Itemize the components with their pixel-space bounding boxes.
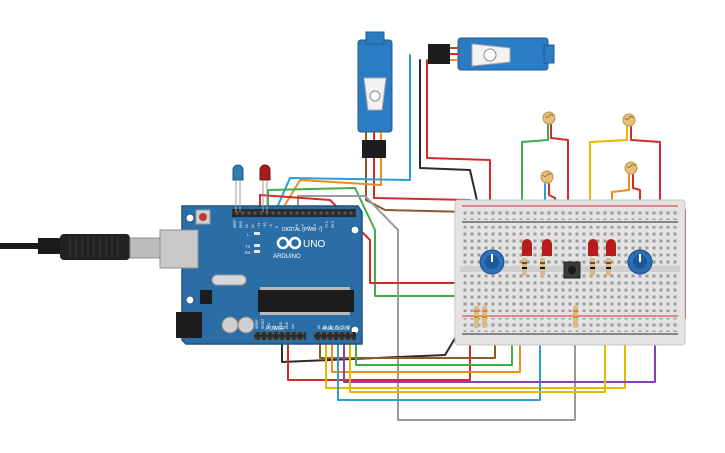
- pin-label-12: 12: [251, 224, 255, 228]
- pin-label-gnd: GND: [239, 220, 243, 228]
- pin-label-aref: AREF: [233, 219, 237, 228]
- pushbutton-icon[interactable]: [563, 261, 581, 279]
- pin-label-a2: A2: [329, 325, 333, 329]
- pin-label-4: 4: [307, 226, 311, 228]
- capacitor: [237, 316, 255, 334]
- servo-icon: [357, 31, 393, 158]
- led-icon: [606, 239, 616, 256]
- wire-ldr3-red: [630, 126, 661, 206]
- digital-header-label: DIGITAL (PWM ~): [282, 227, 322, 233]
- pin-label-3: ~3: [313, 224, 317, 228]
- power-jack: [176, 312, 202, 338]
- analog-header: [314, 332, 356, 340]
- digital-header: [232, 209, 356, 217]
- led-tx-label: TX: [245, 244, 250, 249]
- wire-ldr1-red: [550, 124, 569, 206]
- pin-label-a3: A3: [335, 325, 339, 329]
- arduino-uno-board: ARDUINO UNO DIGITAL (PWM ~) POWER ANALOG…: [159, 205, 363, 345]
- arduino-logo: [276, 236, 302, 250]
- crystal: [211, 274, 247, 286]
- microcontroller-chip: [258, 290, 354, 312]
- wire-green-d: [267, 187, 461, 297]
- pin-label-8: 8: [275, 226, 279, 228]
- pin-label-reset: RESET: [261, 318, 265, 329]
- wire-blue-a2: [337, 299, 541, 401]
- usb-port: [159, 229, 199, 269]
- pin-label-a1: A1: [323, 325, 327, 329]
- capacitor: [221, 316, 239, 334]
- potentiometer-icon[interactable]: [627, 249, 653, 275]
- photoresistor-icon: [622, 113, 636, 127]
- pin-label-7: 7: [289, 226, 293, 228]
- pin-label-gnd2: GND: [285, 321, 289, 329]
- pin-label-a0: A0: [317, 325, 321, 329]
- brand-label: ARDUINO: [273, 254, 301, 260]
- wire-ldr1-green: [521, 124, 549, 241]
- analog-header-label: ANALOG IN: [322, 326, 350, 332]
- led-rx-label: RX: [245, 250, 251, 255]
- resistor-icon: [573, 306, 578, 328]
- wire-yellow-a4: [349, 299, 606, 393]
- pin-label-vin: Vin: [291, 324, 295, 329]
- wire-servo2-red: [426, 59, 491, 206]
- resistor-icon: [590, 258, 595, 276]
- led-icon: [259, 164, 271, 212]
- pin-label-gnd1: GND: [279, 321, 283, 329]
- wire-servo1-red: [373, 139, 471, 201]
- photoresistor-icon: [542, 111, 556, 125]
- photoresistor-icon: [624, 161, 638, 175]
- led-icon: [542, 239, 552, 256]
- led-l-label: L: [247, 232, 250, 237]
- resistor-icon: [540, 258, 545, 276]
- led-icon: [522, 239, 532, 256]
- pin-label-ioref: IOREF: [255, 319, 259, 329]
- pin-label-9: ~9: [269, 224, 273, 228]
- led-icon: [232, 164, 244, 212]
- pin-label-5: ~5: [301, 224, 305, 228]
- potentiometer-icon[interactable]: [479, 249, 505, 275]
- power-header-label: POWER: [266, 326, 285, 332]
- resistor-icon: [522, 258, 527, 276]
- pin-label-a4: A4: [341, 325, 345, 329]
- pin-label-a5: A5: [347, 325, 351, 329]
- pin-label-6: ~6: [295, 224, 299, 228]
- resistor-icon: [606, 258, 611, 276]
- pin-label-1: TX 1: [325, 221, 329, 228]
- wire-gray-d: [297, 195, 576, 421]
- led-icon: [588, 239, 598, 256]
- pin-label-11: ~11: [257, 223, 261, 228]
- wire-servo2-blue: [274, 54, 411, 213]
- wire-servo1-brown: [365, 139, 471, 213]
- wire-servo1-orange: [281, 139, 382, 211]
- wire-red-5v: [287, 329, 471, 381]
- voltage-regulator: [200, 290, 212, 304]
- reset-button-icon[interactable]: [195, 209, 211, 225]
- pin-label-0: RX 0: [331, 221, 335, 228]
- pin-label-5v: 5V: [273, 324, 277, 329]
- pin-label-3v3: 3.3V: [267, 322, 271, 329]
- wire-servo2-black: [419, 59, 479, 206]
- servo-icon: [428, 37, 555, 71]
- resistor-icon: [482, 306, 487, 328]
- pin-label-2: 2: [319, 226, 323, 228]
- power-header: [254, 332, 306, 340]
- resistor-icon: [474, 306, 479, 328]
- usb-cable-icon: [0, 234, 165, 260]
- pin-label-13: 13: [245, 224, 249, 228]
- wire-ldr3-yellow: [589, 126, 628, 241]
- model-label: UNO: [303, 239, 325, 250]
- photoresistor-icon: [540, 170, 554, 184]
- pin-label-10: ~10: [263, 222, 267, 228]
